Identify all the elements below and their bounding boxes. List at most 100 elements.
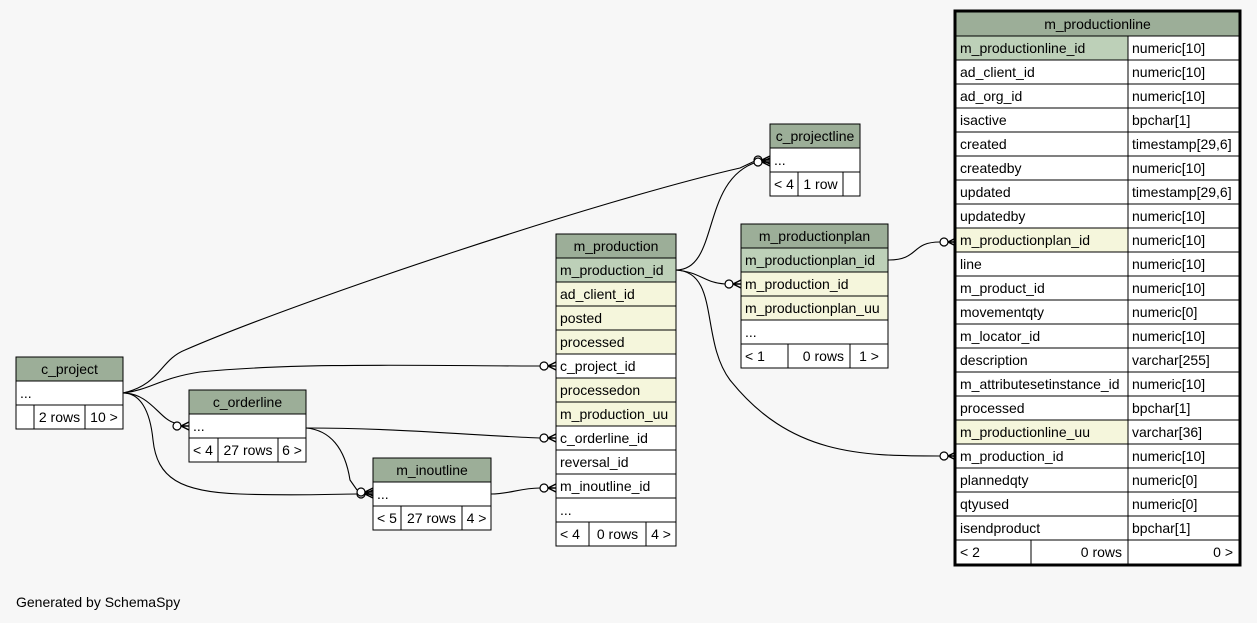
column-type: numeric[0] <box>1132 496 1197 512</box>
edge-line <box>122 159 758 394</box>
column-type: numeric[0] <box>1132 472 1197 488</box>
footer-cell <box>15 404 35 430</box>
table-header <box>15 356 124 382</box>
table-title: m_productionline <box>1044 16 1151 32</box>
column-name: c_project_id <box>560 358 636 374</box>
table-m_productionplan[interactable]: m_productionplanm_productionplan_idm_pro… <box>740 223 889 369</box>
edge-project-orderline <box>122 392 190 431</box>
footer-text: 0 > <box>1213 544 1233 560</box>
footer-cell <box>188 437 219 463</box>
column-cell <box>955 251 1129 277</box>
column-name: m_production_uu <box>560 406 668 422</box>
type-cell <box>1127 299 1240 325</box>
column-name: m_production_id <box>560 262 664 278</box>
edge-line <box>887 241 941 261</box>
column-name: updated <box>960 184 1011 200</box>
column-type: timestamp[29,6] <box>1132 136 1232 152</box>
column-cell <box>955 155 1129 181</box>
optional-marker <box>939 451 949 461</box>
many-marker <box>547 361 557 371</box>
column-cell <box>15 380 124 406</box>
many-marker <box>180 421 190 431</box>
footer-cell <box>33 404 86 430</box>
edge-orderline-production <box>305 427 557 443</box>
column-cell <box>555 401 677 427</box>
table-header <box>740 223 889 249</box>
edge-line <box>122 392 358 496</box>
column-name: ad_client_id <box>560 286 635 302</box>
footer-text: 1 > <box>859 348 879 364</box>
optional-marker <box>539 361 549 371</box>
type-cell <box>1127 227 1240 253</box>
column-cell <box>955 515 1129 541</box>
column-cell <box>555 473 677 499</box>
many-marker <box>547 483 557 493</box>
type-cell <box>1127 371 1240 397</box>
column-name: plannedqty <box>960 472 1029 488</box>
column-name: m_productionline_id <box>960 40 1085 56</box>
column-type: numeric[0] <box>1132 304 1197 320</box>
column-name: processed <box>960 400 1025 416</box>
column-name: m_productionline_uu <box>960 424 1090 440</box>
table-header <box>188 389 307 415</box>
footer-text: 1 row <box>803 176 838 192</box>
edge-project-production <box>122 361 557 394</box>
column-cell <box>555 425 677 451</box>
type-cell <box>1127 179 1240 205</box>
column-name: ... <box>20 385 32 401</box>
column-type: numeric[10] <box>1132 64 1205 80</box>
column-name: posted <box>560 310 602 326</box>
column-cell <box>769 147 861 173</box>
footer-text: < 5 <box>377 510 397 526</box>
edge-line <box>675 161 758 271</box>
column-name: m_productionplan_id <box>960 232 1090 248</box>
column-name: m_attributesetinstance_id <box>960 376 1120 392</box>
optional-marker <box>539 433 549 443</box>
edge-production-productionplan <box>675 269 742 289</box>
footer-text: 0 rows <box>803 348 844 364</box>
column-cell <box>955 323 1129 349</box>
type-cell <box>1127 155 1240 181</box>
column-type: timestamp[29,6] <box>1132 184 1232 200</box>
many-marker <box>732 279 742 289</box>
column-type: bpchar[1] <box>1132 520 1190 536</box>
column-name: description <box>960 352 1028 368</box>
column-cell <box>955 179 1129 205</box>
column-cell <box>555 305 677 331</box>
footer-cell <box>217 437 279 463</box>
column-type: numeric[10] <box>1132 280 1205 296</box>
footer-text: 6 > <box>282 442 302 458</box>
footer-cell <box>555 521 590 547</box>
column-cell <box>740 247 889 273</box>
column-name: m_product_id <box>960 280 1045 296</box>
table-title: c_project <box>41 361 98 377</box>
generated-by-label: Generated by SchemaSpy <box>16 594 181 610</box>
edge-line <box>675 269 941 457</box>
column-type: numeric[10] <box>1132 232 1205 248</box>
column-type: varchar[255] <box>1132 352 1210 368</box>
footer-text: < 4 <box>774 176 794 192</box>
table-m_production[interactable]: m_productionm_production_idad_client_idp… <box>555 233 677 547</box>
edge-line <box>675 269 726 285</box>
column-name: m_productionplan_uu <box>745 300 880 316</box>
footer-text: < 4 <box>560 526 580 542</box>
many-marker <box>364 487 374 497</box>
type-cell <box>1127 83 1240 109</box>
optional-marker <box>539 483 549 493</box>
type-cell <box>1127 443 1240 469</box>
column-name: isactive <box>960 112 1007 128</box>
footer-cell <box>277 437 307 463</box>
column-cell <box>955 107 1129 133</box>
column-cell <box>955 131 1129 157</box>
column-name: ... <box>560 502 572 518</box>
table-title: c_projectline <box>776 128 855 144</box>
optional-marker <box>356 487 366 497</box>
table-title: c_orderline <box>213 394 282 410</box>
footer-text: 4 > <box>651 526 671 542</box>
